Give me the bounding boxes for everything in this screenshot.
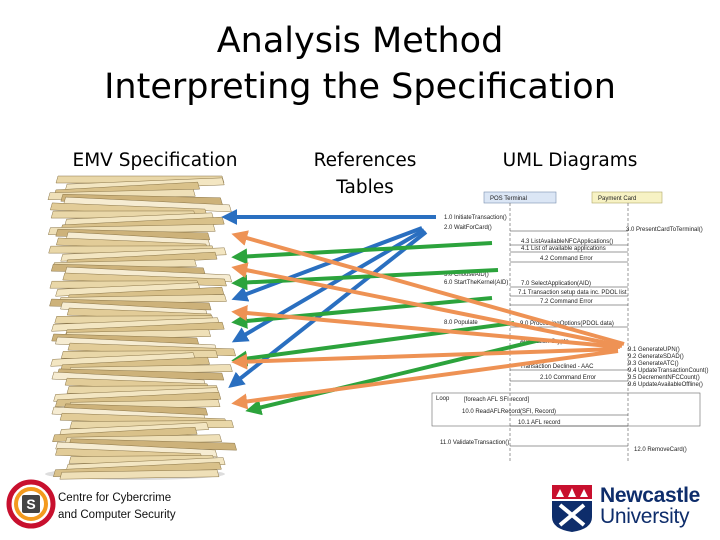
- uml-message-label: 4.1 List of available applications: [521, 246, 606, 252]
- uml-message-label: 2.0 WaitForCard(): [444, 225, 492, 231]
- uml-messages: 1.0 InitiateTransaction() 2.0 WaitForCard…: [440, 215, 709, 453]
- uml-message-label: 5.0 ChooseAID(): [444, 272, 489, 278]
- pos-terminal-lifeline-box: [483, 191, 557, 204]
- uml-message-label: 8.0 Populate: [444, 320, 478, 326]
- uml-message-label: 4.2 Command Error: [540, 256, 593, 262]
- ccs-logo: S Centre for Cybercrime and Computer Sec…: [6, 476, 196, 532]
- uml-message-label: 9.0 ProcessingOptions(PDOL data): [520, 321, 614, 327]
- ccs-line-1: Centre for Cybercrime: [58, 492, 172, 504]
- title-line-1: Analysis Method: [216, 21, 504, 61]
- pos-terminal-lifeline-label: POS Terminal: [490, 196, 527, 202]
- uml-message-label: [foreach AFL SFI record]: [464, 397, 529, 403]
- paper-stack-layers: [45, 175, 237, 480]
- uml-message-label: 6.0 StartTheKernel(AID): [444, 280, 508, 286]
- uml-message-label: 9.2 GenerateSDAD(): [628, 354, 684, 360]
- uml-message-label: 7.2 Command Error: [540, 299, 593, 305]
- paper-sheet: [59, 469, 220, 480]
- uml-message-label: Application Crypto: [520, 339, 569, 345]
- uml-message-label: 12.0 RemoveCard(): [634, 447, 687, 453]
- uml-diagrams-heading: UML Diagrams: [502, 150, 638, 171]
- references-line-2: Tables: [336, 177, 394, 198]
- uml-message-label: 9.3 GenerateATC(): [628, 361, 679, 367]
- slide-title: Analysis Method Interpreting the Specifi…: [0, 18, 720, 110]
- uml-message-label: 7.1 Transaction setup data inc. PDOL lis…: [518, 290, 627, 296]
- payment-card-lifeline-box: [591, 191, 663, 204]
- uml-message-label: 7.0 SelectApplication(AID): [521, 281, 591, 287]
- newcastle-university-logo: Newcastle University: [548, 483, 714, 533]
- newcastle-line-2: University: [600, 505, 690, 528]
- uml-message-label: 10.1 AFL record: [518, 420, 560, 426]
- uml-message-label: 11.0 ValidateTransaction(): [440, 440, 509, 446]
- ccs-emblem-letter: S: [26, 496, 35, 512]
- newcastle-line-1: Newcastle: [600, 484, 701, 507]
- uml-message-label: 9.1 GenerateUPN(): [628, 347, 680, 353]
- ccs-emblem-icon: S: [6, 479, 56, 529]
- uml-message-label: 9.4 UpdateTransactionCount(): [628, 368, 709, 374]
- loop-label: Loop: [436, 396, 450, 402]
- uml-message-label: 4.3 ListAvailableNFCApplications(): [521, 239, 613, 245]
- uml-message-label: 2.10 Command Error: [540, 375, 596, 381]
- uml-message-label: 10.0 ReadAFLRecord(SFI, Record): [462, 409, 556, 415]
- uml-message-label: 1.0 InitiateTransaction(): [444, 215, 507, 221]
- title-line-2: Interpreting the Specification: [104, 67, 616, 107]
- uml-message-label: Transaction Declined - AAC: [520, 364, 594, 370]
- references-tables-heading: References Tables: [285, 147, 445, 201]
- emv-specification-heading: EMV Specification: [72, 150, 238, 171]
- uml-message-label: 3.0 PresentCardToTerminal(): [626, 227, 703, 233]
- paper-sheet: [49, 298, 212, 311]
- paper-sheet: [55, 228, 211, 241]
- newcastle-crest-icon: [552, 485, 592, 532]
- uml-message-label: 9.6 UpdateAvailableOffline(): [628, 382, 703, 388]
- ccs-line-2: and Computer Security: [58, 509, 176, 521]
- uml-message-label: 9.5 DecrementNFCCount(): [628, 375, 700, 381]
- references-line-1: References: [313, 150, 417, 171]
- payment-card-lifeline-label: Payment Card: [598, 196, 636, 202]
